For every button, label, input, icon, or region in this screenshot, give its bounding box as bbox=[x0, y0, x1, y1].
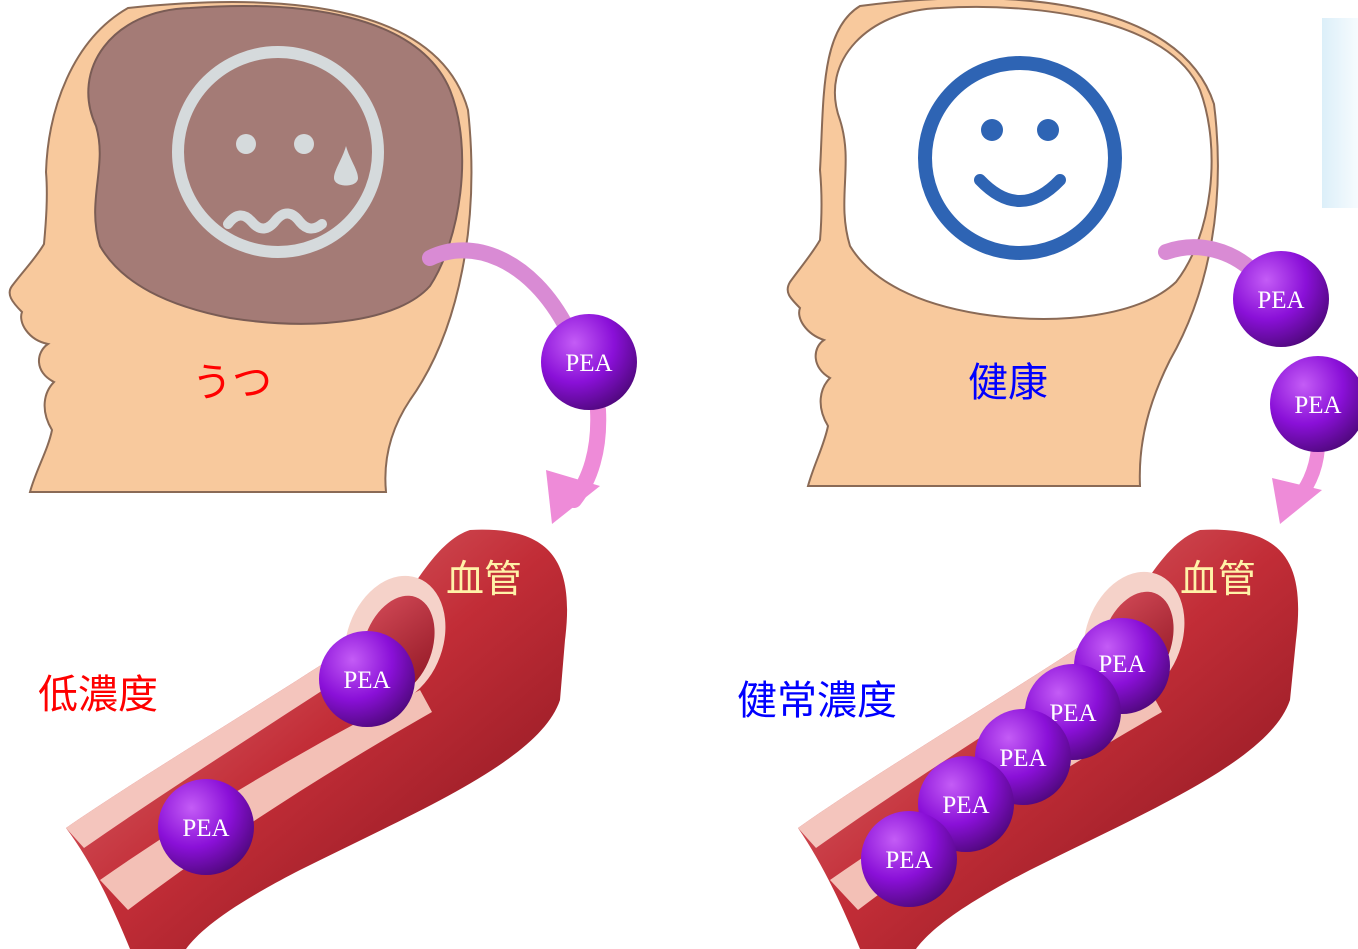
pea-molecule: PEA bbox=[1233, 251, 1329, 347]
right-vessel-label: 血管 bbox=[1180, 557, 1257, 601]
pea-label: PEA bbox=[942, 792, 989, 819]
pea-label: PEA bbox=[182, 815, 229, 842]
healthy-state-label: 健康 bbox=[968, 360, 1048, 406]
pea-label: PEA bbox=[885, 847, 932, 874]
background-glow bbox=[1322, 18, 1358, 208]
right-transport-arrow bbox=[1158, 239, 1325, 524]
pea-label: PEA bbox=[1257, 287, 1304, 314]
pea-label: PEA bbox=[565, 350, 612, 377]
right-head bbox=[786, 0, 1219, 487]
pea-molecule: PEA bbox=[158, 779, 254, 875]
low-concentration-label: 低濃度 bbox=[38, 672, 158, 718]
left-transport-arrow bbox=[422, 242, 607, 524]
pea-molecule: PEA bbox=[1270, 356, 1358, 452]
smiling-face-icon bbox=[918, 56, 1122, 260]
normal-concentration-label: 健常濃度 bbox=[737, 678, 897, 724]
pea-label: PEA bbox=[1294, 392, 1341, 419]
tear-drop-icon bbox=[334, 146, 358, 186]
pea-label: PEA bbox=[1049, 700, 1096, 727]
pea-molecule: PEA bbox=[861, 811, 957, 907]
left-vessel-label: 血管 bbox=[446, 557, 523, 601]
pea-label: PEA bbox=[1098, 651, 1145, 678]
depressed-state-label: うつ bbox=[192, 360, 272, 406]
right-brain bbox=[834, 5, 1213, 320]
sad-face-with-tear-icon bbox=[172, 46, 384, 258]
pea-molecule: PEA bbox=[319, 631, 415, 727]
pea-label: PEA bbox=[343, 667, 390, 694]
pea-molecule: PEA bbox=[541, 314, 637, 410]
pea-label: PEA bbox=[999, 745, 1046, 772]
left-head bbox=[8, 1, 473, 493]
